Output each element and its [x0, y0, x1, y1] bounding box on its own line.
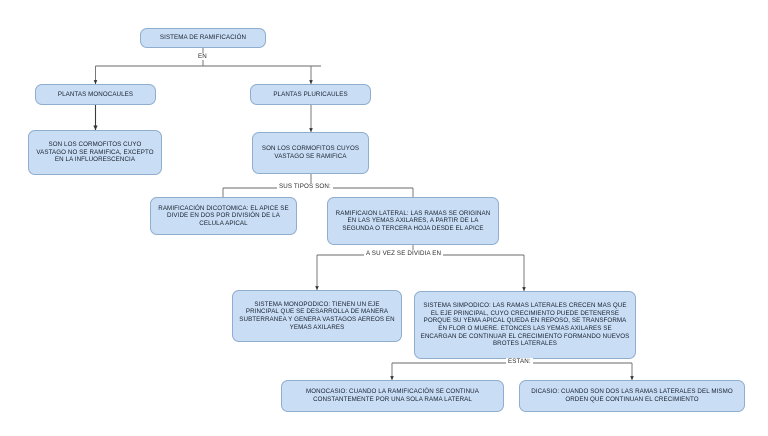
edge-label-en: EN	[196, 53, 209, 60]
node-monocaules-description[interactable]: SON LOS CORMOFITOS CUYO VASTAGO NO SE RA…	[28, 130, 162, 175]
node-monocasio[interactable]: MONOCASIO: CUANDO LA RAMIFICACIÓN SE CON…	[281, 380, 504, 412]
edge-label-a-su-vez-se-dividia-en: A SU VEZ SE DIVIDIA EN	[364, 250, 444, 257]
node-pluricaules-description[interactable]: SON LOS CORMOFITOS CUYOS VASTAGO SE RAMI…	[252, 132, 369, 174]
node-sistema-monopodico[interactable]: SISTEMA MONOPODICO: TIENEN UN EJE PRINCI…	[232, 290, 402, 342]
node-plantas-pluricaules[interactable]: PLANTAS PLURICAULES	[250, 84, 371, 105]
node-ramificacion-dicotomica[interactable]: RAMIFICACIÓN DICOTOMICA: EL APICE SE DIV…	[150, 197, 297, 235]
node-ramificacion-lateral[interactable]: RAMIFICAION LATERAL: LAS RAMAS SE ORIGIN…	[327, 197, 499, 245]
node-plantas-monocaules[interactable]: PLANTAS MONOCAULES	[35, 84, 156, 105]
edge-label-estan: ESTAN:	[506, 358, 533, 365]
edge-label-sus-tipos-son: SUS TIPOS SON:	[277, 183, 333, 190]
node-dicasio[interactable]: DICASIO: CUANDO SON DOS LAS RAMAS LATERA…	[519, 380, 745, 412]
node-root[interactable]: SISTEMA DE RAMIFICACIÓN	[140, 28, 266, 48]
node-sistema-simpodico[interactable]: SISTEMA SIMPODICO: LAS RAMAS LATERALES C…	[414, 291, 636, 359]
